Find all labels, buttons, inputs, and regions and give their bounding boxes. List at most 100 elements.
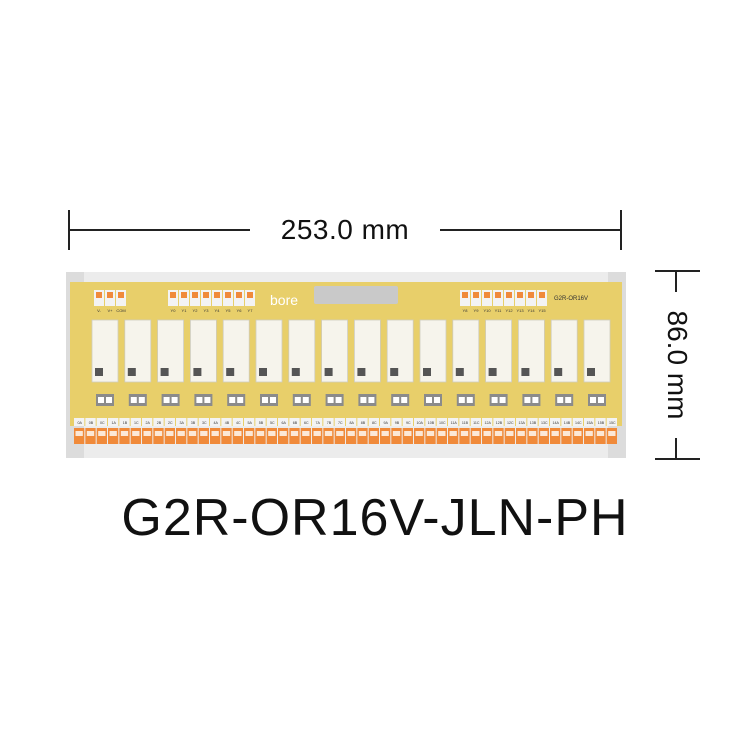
bottom-terminal-slot: [562, 431, 571, 436]
bottom-terminal-label-strip: [504, 418, 515, 426]
bottom-terminal-label-strip: [74, 418, 85, 426]
bottom-terminal-label: 7A: [315, 421, 320, 425]
top-left-terminal-label: COM: [116, 308, 125, 313]
bottom-terminal-label-strip: [221, 418, 232, 426]
relay-socket-pin: [590, 397, 596, 403]
relay-socket-pin: [393, 397, 400, 403]
bottom-terminal-label: 10B: [428, 421, 435, 425]
height-dimension-bottom-tick: [655, 458, 700, 460]
relay-socket-pin: [360, 397, 367, 403]
bottom-terminal-label: 13B: [530, 421, 537, 425]
top-mid-terminal-terminal: [170, 292, 176, 298]
relay-socket-pin: [262, 397, 268, 403]
bottom-terminal-slot: [279, 431, 287, 436]
bottom-terminal-slot: [143, 431, 151, 436]
bottom-terminal-slot: [347, 431, 355, 436]
top-right-terminal-label: Y9: [474, 308, 480, 313]
bottom-terminal-label-strip: [368, 418, 379, 426]
bottom-terminal-slot: [551, 431, 559, 436]
bottom-terminal-label: 12B: [496, 421, 503, 425]
bottom-terminal-slot: [472, 431, 480, 436]
bottom-terminal-label-strip: [255, 418, 266, 426]
relay-socket-pin: [106, 397, 112, 403]
bottom-terminal-slot: [256, 431, 265, 436]
relay-logo: [390, 368, 399, 376]
bottom-terminal-label: 1C: [134, 421, 139, 425]
bottom-terminal-label-strip: [402, 418, 413, 426]
brand-logo: bore: [270, 292, 298, 308]
bottom-terminal-label-strip: [210, 418, 221, 426]
top-mid-terminal-terminal: [225, 292, 231, 298]
relay-logo: [226, 368, 235, 376]
relay-logo: [259, 368, 267, 376]
relay-logo: [521, 368, 530, 376]
bottom-terminal-slot: [200, 431, 208, 436]
bottom-terminal-slot: [426, 431, 435, 436]
bottom-terminal-slot: [506, 431, 514, 436]
top-mid-terminal-terminal: [247, 292, 253, 298]
bottom-terminal-slot: [449, 431, 457, 436]
bottom-terminal-label-strip: [153, 418, 164, 426]
top-right-terminal-terminal: [484, 292, 490, 298]
top-mid-terminal-label: Y1: [182, 308, 188, 313]
bottom-terminal-slot: [302, 431, 310, 436]
relay-socket-pin: [327, 397, 334, 403]
top-left-terminal-terminal: [96, 292, 102, 298]
relay-socket-pin: [434, 397, 440, 403]
top-right-terminal-terminal: [506, 292, 512, 298]
bottom-terminal-label: 5C: [270, 421, 275, 425]
bottom-terminal-label: 11A: [451, 421, 458, 425]
top-right-terminal-terminal: [517, 292, 523, 298]
bottom-terminal-label: 13A: [518, 421, 525, 425]
bottom-terminal-label: 1B: [123, 421, 128, 425]
bottom-terminal-slot: [268, 431, 276, 436]
bottom-terminal-label-strip: [493, 418, 504, 426]
bottom-terminal-slot: [86, 431, 95, 436]
bottom-terminal-label: 8C: [372, 421, 377, 425]
width-dimension: 253.0 mm: [68, 210, 622, 250]
bottom-terminal-label-strip: [425, 418, 436, 426]
bottom-terminal-label-strip: [391, 418, 402, 426]
bottom-terminal-label-strip: [538, 418, 549, 426]
top-mid-terminal-label: Y4: [215, 308, 221, 313]
bottom-terminal-label-strip: [266, 418, 277, 426]
bottom-terminal-label: 3C: [202, 421, 207, 425]
bottom-terminal-label-strip: [527, 418, 538, 426]
bottom-terminal-label: 11C: [473, 421, 480, 425]
bottom-terminal-label: 14B: [564, 421, 571, 425]
relay-socket-pin: [229, 397, 236, 403]
bottom-terminal-label-strip: [312, 418, 323, 426]
bottom-terminal-label: 5A: [247, 421, 252, 425]
height-dimension-top-line: [675, 272, 677, 292]
bottom-terminal-slot: [324, 431, 333, 436]
bottom-terminal-slot: [438, 431, 446, 436]
relay-socket-pin: [532, 397, 539, 403]
bottom-terminal-label: 9A: [383, 421, 388, 425]
relay-socket-pin: [466, 397, 473, 403]
height-dimension: 86.0 mm: [655, 270, 700, 460]
bottom-terminal-label: 0B: [89, 421, 94, 425]
bottom-terminal-label-strip: [244, 418, 255, 426]
top-right-terminal-label: Y13: [516, 308, 524, 313]
bottom-terminal-slot: [608, 431, 616, 436]
bottom-terminal-label-strip: [187, 418, 198, 426]
bottom-terminal-slot: [211, 431, 219, 436]
bottom-terminal-label-strip: [278, 418, 289, 426]
bottom-terminal-label: 6C: [304, 421, 309, 425]
relay-socket-pin: [491, 397, 498, 403]
bottom-terminal-label-strip: [595, 418, 606, 426]
bottom-terminal-label: 10A: [416, 421, 423, 425]
top-mid-terminal-label: Y2: [193, 308, 199, 313]
relay-logo: [193, 368, 202, 376]
top-right-terminal-label: Y8: [463, 308, 469, 313]
bottom-terminal-label-strip: [482, 418, 493, 426]
bottom-terminal-label-strip: [572, 418, 583, 426]
bottom-terminal-label: 4C: [236, 421, 241, 425]
relay-socket-pin: [499, 397, 506, 403]
bottom-terminal-label-strip: [300, 418, 311, 426]
model-number: G2R-OR16V-JLN-PH: [121, 489, 629, 547]
bottom-terminal-slot: [313, 431, 321, 436]
relay-logo: [357, 368, 366, 376]
